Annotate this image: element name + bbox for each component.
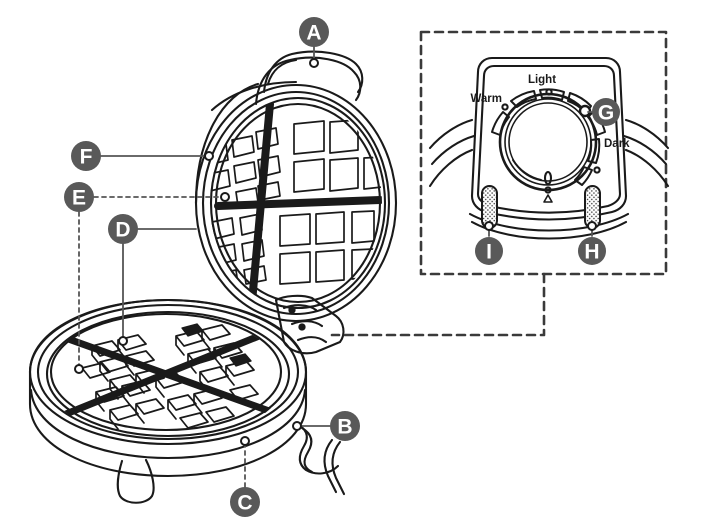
dial-label-warm: Warm [470,93,502,105]
lid-handle [254,50,364,106]
inset-connector-leader [330,272,546,337]
callout-h-circle [578,237,606,265]
dial-label-light: Light [528,74,556,86]
power-cord [294,422,346,496]
dial-label-dark: Dark [604,138,630,150]
hinge-assembly [274,294,345,355]
base-housing [28,298,308,504]
callout-f[interactable]: F [71,141,101,171]
callout-d-circle [108,214,138,244]
callout-a-circle [299,17,329,47]
leader-lines [74,46,597,488]
lower-waffle-plate [49,312,283,432]
callout-i-circle [475,237,503,265]
callout-g[interactable]: G [592,98,620,126]
callout-e[interactable]: E [64,182,94,212]
callout-h[interactable]: H [578,237,606,265]
control-panel-detail [428,56,670,240]
detail-inset-border [330,30,668,337]
callout-badges: A B C D E F G [64,17,620,517]
callout-b-circle [330,411,360,441]
upper-lid [194,50,398,323]
callout-f-circle [71,141,101,171]
callout-b[interactable]: B [330,411,360,441]
dial-labels: Light Warm Dark [470,74,630,150]
callout-i[interactable]: I [475,237,503,265]
callout-a[interactable]: A [299,17,329,47]
upper-waffle-plate [210,100,382,306]
callout-c[interactable]: C [230,487,260,517]
callout-g-circle [592,98,620,126]
callout-e-circle [64,182,94,212]
callout-d[interactable]: D [108,214,138,244]
browning-control-dial[interactable] [491,88,606,203]
callout-c-circle [230,487,260,517]
